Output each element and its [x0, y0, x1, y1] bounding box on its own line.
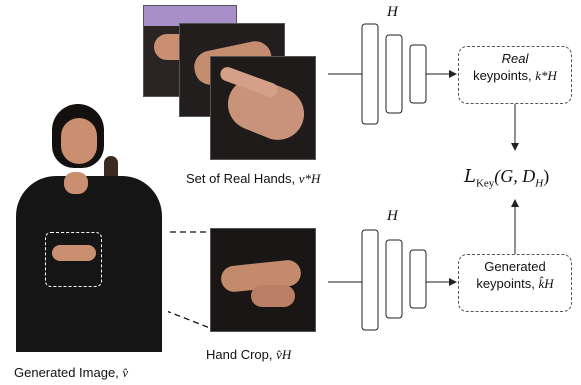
loss-close: )	[543, 166, 550, 186]
top-network-label: H	[387, 4, 398, 20]
real-hand-photo-3	[210, 56, 316, 160]
top-network-layer-1	[361, 23, 379, 125]
loss-symbol: L	[464, 166, 476, 187]
hand-crop-caption: Hand Crop, v̂H	[206, 347, 292, 362]
top-network-layer-2	[385, 34, 403, 114]
real-hands-symbol: v*H	[298, 171, 321, 186]
loss-subscript: Key	[475, 177, 495, 190]
loss-args: (G, D	[494, 166, 536, 186]
generated-keypoints-symbol: k̂H	[538, 276, 554, 291]
generated-image-symbol: v̂	[122, 365, 129, 380]
crop-region-indicator	[45, 232, 102, 287]
top-network-layer-3	[409, 44, 427, 104]
real-keypoints-symbol: k*H	[535, 68, 557, 83]
loss-formula: LKey(G, DH)	[464, 166, 549, 190]
bottom-network-layer-3	[409, 249, 427, 309]
generated-image-caption: Generated Image, v̂	[14, 365, 129, 380]
real-keypoints-box: Real keypoints, k*H	[458, 46, 572, 104]
hand-crop-symbol: v̂H	[276, 347, 292, 362]
generated-keypoints-text: keypoints, k̂H	[476, 276, 554, 291]
bottom-network-layer-2	[385, 239, 403, 319]
generated-keypoints-title: Generated	[484, 259, 546, 274]
real-hands-caption: Set of Real Hands, v*H	[186, 171, 321, 186]
real-keypoints-title: Real	[501, 51, 529, 66]
generated-keypoints-box: Generated keypoints, k̂H	[458, 254, 572, 312]
bottom-network-label: H	[387, 208, 398, 224]
hand-crop-photo	[210, 228, 316, 332]
loss-args-subscript: H	[535, 177, 544, 190]
bottom-network-layer-1	[361, 229, 379, 331]
generated-image-photo	[8, 100, 168, 352]
real-keypoints-text: keypoints, k*H	[473, 68, 557, 83]
